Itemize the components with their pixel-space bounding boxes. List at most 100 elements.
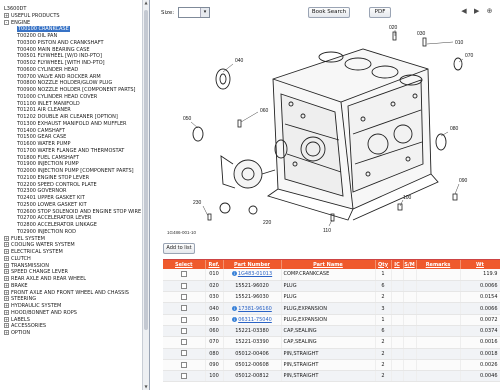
tree-item[interactable]: T01201 AIR CLEANER: [0, 107, 142, 114]
exploded-parts-diagram[interactable]: 010 020 030 040 050 060 070 080 090 100 …: [163, 24, 483, 238]
row-select-checkbox[interactable]: [180, 373, 187, 380]
tree-item[interactable]: +USEFUL PRODUCTS: [0, 12, 142, 20]
tree-item[interactable]: +COOLING WATER SYSTEM: [0, 242, 142, 249]
tree-item[interactable]: T02900 INJECTION ROD: [0, 229, 142, 236]
tree-item[interactable]: T02800 ACCELERATOR LINKAGE: [0, 222, 142, 229]
tree-item[interactable]: +FRONT AXLE AND FRONT WHEEL AND CHASSIS: [0, 289, 142, 297]
tree-item[interactable]: +TRANSMISSION: [0, 262, 142, 270]
expand-icon[interactable]: +: [4, 269, 9, 275]
tree-scrollbar[interactable]: ▲ ▼: [142, 0, 149, 390]
expand-icon[interactable]: +: [4, 242, 9, 248]
expand-icon[interactable]: +: [4, 316, 9, 322]
info-icon[interactable]: i: [232, 316, 238, 322]
tree-item[interactable]: +REAR AXLE AND REAR WHEEL: [0, 276, 142, 283]
tree-item[interactable]: +OPTION: [0, 330, 142, 337]
tree-item[interactable]: +STEERING: [0, 296, 142, 303]
tree-item[interactable]: T01900 INJECTION PUMP: [0, 161, 142, 168]
tree-item[interactable]: T02401 UPPER GASKET KIT: [0, 195, 142, 202]
chevron-down-icon[interactable]: ▾: [200, 8, 209, 17]
col-header-part-number[interactable]: Part Number: [223, 260, 282, 269]
part-number-link[interactable]: 06311-75040: [238, 316, 272, 323]
tree-item[interactable]: +ACCESSORIES: [0, 323, 142, 330]
expand-icon[interactable]: +: [4, 323, 9, 329]
book-search-button[interactable]: Book Search: [308, 7, 350, 18]
expand-icon[interactable]: +: [4, 303, 9, 308]
tree-item[interactable]: T00600 CYLINDER HEAD: [0, 67, 142, 74]
col-header-ic[interactable]: IC: [391, 260, 404, 269]
tree-item[interactable]: T01500 GEAR CASE: [0, 134, 142, 141]
tree-item[interactable]: T02700 ACCELERATOR LEVER: [0, 215, 142, 222]
tree-item[interactable]: T01202 DOUBLE AIR CLEANER [OPTION]: [0, 114, 142, 121]
tree-item[interactable]: T01400 CAMSHAFT: [0, 128, 142, 135]
tree-item[interactable]: T01100 INLET MANIFOLD: [0, 101, 142, 108]
tree-item[interactable]: T00501 FLYWHEEL [W/O IND-PTO]: [0, 53, 142, 60]
tree-scroll-thumb[interactable]: [144, 10, 148, 330]
info-icon[interactable]: i: [231, 271, 237, 277]
col-header-sm[interactable]: S/M: [403, 260, 417, 269]
row-select-checkbox[interactable]: [180, 339, 187, 346]
col-header-qty[interactable]: Qty: [375, 260, 392, 269]
expand-icon[interactable]: +: [4, 262, 9, 268]
tree-item[interactable]: T00502 FLYWHEEL [WITH IND-PTO]: [0, 60, 142, 67]
tree-item[interactable]: T00200 OIL PAN: [0, 33, 142, 40]
tree-item[interactable]: T00300 PISTON AND CRANKSHAFT: [0, 40, 142, 47]
tree-item[interactable]: T01000 CYLINDER HEAD COVER: [0, 94, 142, 101]
tree-item[interactable]: T01800 FUEL CAMSHAFT: [0, 155, 142, 162]
tree-item[interactable]: +LABELS: [0, 316, 142, 324]
expand-icon[interactable]: +: [4, 330, 9, 335]
expand-icon[interactable]: +: [4, 12, 9, 18]
tree-item[interactable]: L3600DT: [0, 6, 142, 13]
tree-item[interactable]: T02200 SPEED CONTROL PLATE: [0, 182, 142, 189]
tree-item[interactable]: T01600 WATER PUMP: [0, 141, 142, 148]
expand-icon[interactable]: +: [4, 249, 9, 254]
part-number-link[interactable]: 1G483-01013: [237, 271, 273, 278]
scroll-up-arrow-icon[interactable]: ▲: [144, 0, 148, 5]
expand-icon[interactable]: +: [4, 255, 9, 261]
zoom-icon[interactable]: ⊕: [486, 7, 493, 15]
col-header-select[interactable]: Select: [163, 260, 206, 269]
scroll-down-arrow-icon[interactable]: ▼: [144, 384, 148, 389]
row-select-checkbox[interactable]: [180, 305, 187, 312]
expand-icon[interactable]: +: [4, 309, 9, 315]
tree-item[interactable]: T01700 WATER FLANGE AND THERMOSTAT: [0, 148, 142, 155]
tree-item[interactable]: T02600 STOP SOLENOID AND ENGINE STOP WIR…: [0, 209, 142, 216]
add-to-list-button[interactable]: Add to list: [163, 243, 195, 254]
tree-item[interactable]: +ELECTRICAL SYSTEM: [0, 249, 142, 256]
tree-item[interactable]: +HOOD/BONNET AND ROPS: [0, 309, 142, 317]
pdf-button[interactable]: PDF: [369, 7, 391, 18]
size-select[interactable]: ▾: [178, 7, 210, 18]
tree-item[interactable]: T02100 ENGINE STOP LEVER: [0, 175, 142, 182]
tree-item[interactable]: +SPEED CHANGE LEVER: [0, 269, 142, 276]
row-select-checkbox[interactable]: [180, 350, 187, 357]
part-number-link[interactable]: 17381-96160: [238, 305, 272, 312]
row-select-checkbox[interactable]: [180, 293, 187, 300]
tree-item[interactable]: +CLUTCH: [0, 255, 142, 263]
collapse-icon[interactable]: -: [4, 19, 9, 25]
back-arrow-icon[interactable]: ◀: [461, 7, 467, 15]
tree-item[interactable]: T00400 MAIN BEARING CASE: [0, 47, 142, 54]
tree-item[interactable]: T00700 VALVE AND ROCKER ARM: [0, 74, 142, 81]
tree-item[interactable]: T00900 NOZZLE HOLDER [COMPONENT PARTS]: [0, 87, 142, 94]
tree-item[interactable]: T02300 GOVERNOR: [0, 188, 142, 195]
tree-item[interactable]: T01300 EXHAUST MANIFOLD AND MUFFLER: [0, 121, 142, 128]
expand-icon[interactable]: +: [4, 296, 9, 302]
expand-icon[interactable]: +: [4, 235, 9, 241]
expand-icon[interactable]: +: [4, 276, 9, 281]
tree-item[interactable]: -ENGINE: [0, 19, 142, 27]
tree-item[interactable]: T00800 NOZZLE HOLDER/GLOW PLUG: [0, 80, 142, 87]
expand-icon[interactable]: +: [4, 289, 9, 295]
row-select-checkbox[interactable]: [180, 327, 187, 334]
col-header-ref[interactable]: Ref.: [205, 260, 224, 269]
col-header-remarks[interactable]: Remarks: [416, 260, 461, 269]
col-header-wt[interactable]: Wt: [460, 260, 500, 269]
expand-icon[interactable]: +: [4, 282, 9, 288]
